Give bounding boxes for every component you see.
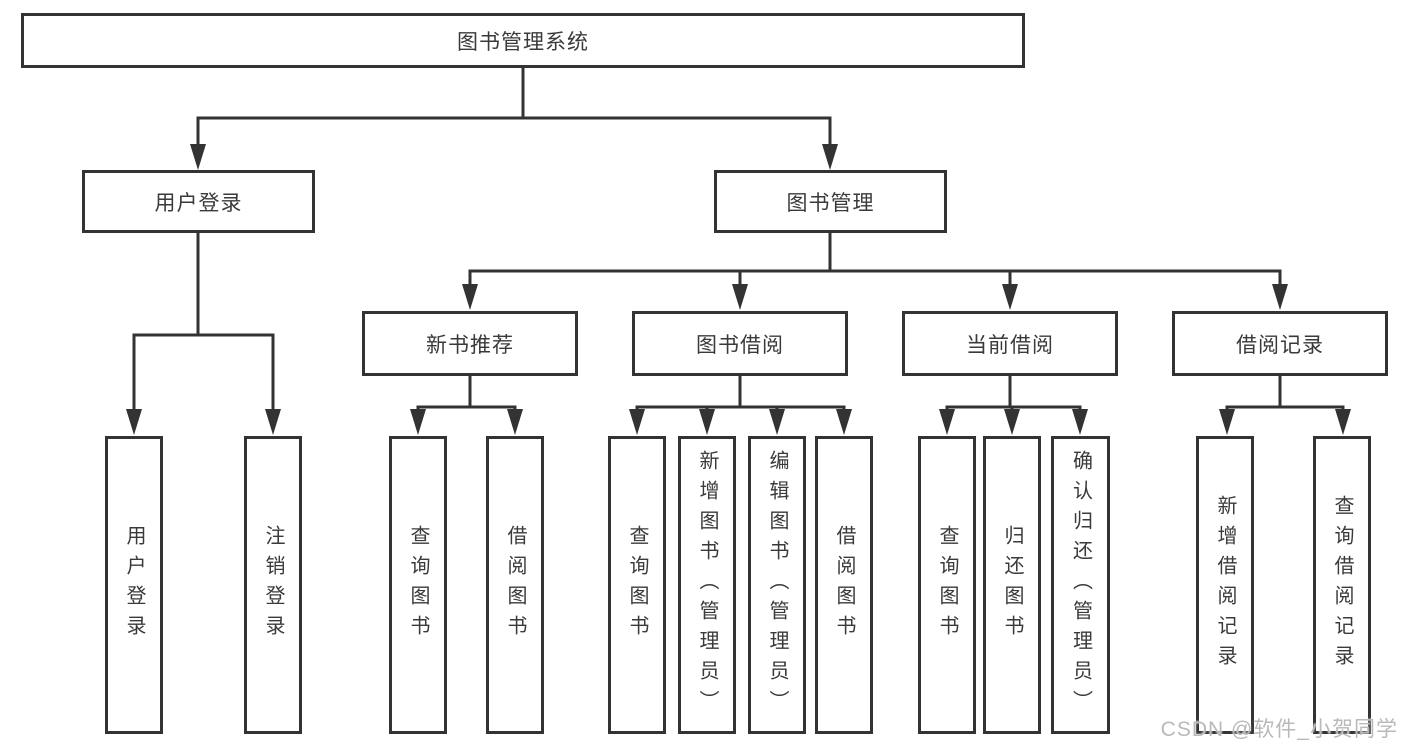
leaf-query-books-borrow-label: 查询图书 — [626, 525, 648, 645]
leaf-logout: 注销登录 — [244, 436, 302, 734]
leaf-confirm-return-admin: 确认归还（管理员） — [1051, 436, 1110, 734]
node-book-management: 图书管理 — [714, 170, 947, 233]
leaf-borrow-books-newbooks: 借阅图书 — [486, 436, 544, 734]
node-borrow-records: 借阅记录 — [1172, 311, 1388, 376]
node-book-borrow-label: 图书借阅 — [696, 333, 784, 357]
node-borrow-records-label: 借阅记录 — [1236, 333, 1324, 357]
leaf-borrow-books-borrow: 借阅图书 — [815, 436, 873, 734]
leaf-borrow-books-borrow-label: 借阅图书 — [833, 525, 855, 645]
leaf-query-books-current: 查询图书 — [918, 436, 976, 734]
node-current-borrow: 当前借阅 — [902, 311, 1118, 376]
node-book-borrow: 图书借阅 — [632, 311, 848, 376]
leaf-query-books-current-label: 查询图书 — [936, 525, 958, 645]
node-current-borrow-label: 当前借阅 — [966, 333, 1054, 357]
leaf-query-borrow-record: 查询借阅记录 — [1313, 436, 1371, 734]
leaf-logout-label: 注销登录 — [262, 525, 284, 645]
node-new-books-label: 新书推荐 — [426, 333, 514, 357]
leaf-query-books-borrow: 查询图书 — [608, 436, 666, 734]
node-root-label: 图书管理系统 — [457, 30, 589, 54]
leaf-edit-book-admin-label: 编辑图书（管理员） — [766, 450, 788, 720]
csdn-watermark: CSDN @软件_小贺同学 — [1160, 718, 1398, 741]
leaf-borrow-books-newbooks-label: 借阅图书 — [504, 525, 526, 645]
node-new-books: 新书推荐 — [362, 311, 578, 376]
leaf-add-borrow-record-label: 新增借阅记录 — [1214, 495, 1236, 675]
leaf-return-book-label: 归还图书 — [1001, 525, 1023, 645]
leaf-confirm-return-admin-label: 确认归还（管理员） — [1069, 450, 1092, 720]
node-root: 图书管理系统 — [21, 13, 1025, 68]
node-user-login-label: 用户登录 — [154, 191, 243, 215]
leaf-user-login: 用户登录 — [105, 436, 163, 734]
leaf-add-book-admin: 新增图书（管理员） — [678, 436, 736, 734]
leaf-query-books-newbooks: 查询图书 — [389, 436, 447, 734]
leaf-add-book-admin-label: 新增图书（管理员） — [696, 450, 718, 720]
leaf-edit-book-admin: 编辑图书（管理员） — [748, 436, 806, 734]
leaf-user-login-label: 用户登录 — [123, 525, 145, 645]
node-book-management-label: 图书管理 — [786, 191, 875, 215]
leaf-query-books-newbooks-label: 查询图书 — [407, 525, 429, 645]
leaf-query-borrow-record-label: 查询借阅记录 — [1331, 495, 1353, 675]
leaf-return-book: 归还图书 — [983, 436, 1041, 734]
node-user-login: 用户登录 — [82, 170, 315, 233]
leaf-add-borrow-record: 新增借阅记录 — [1196, 436, 1254, 734]
